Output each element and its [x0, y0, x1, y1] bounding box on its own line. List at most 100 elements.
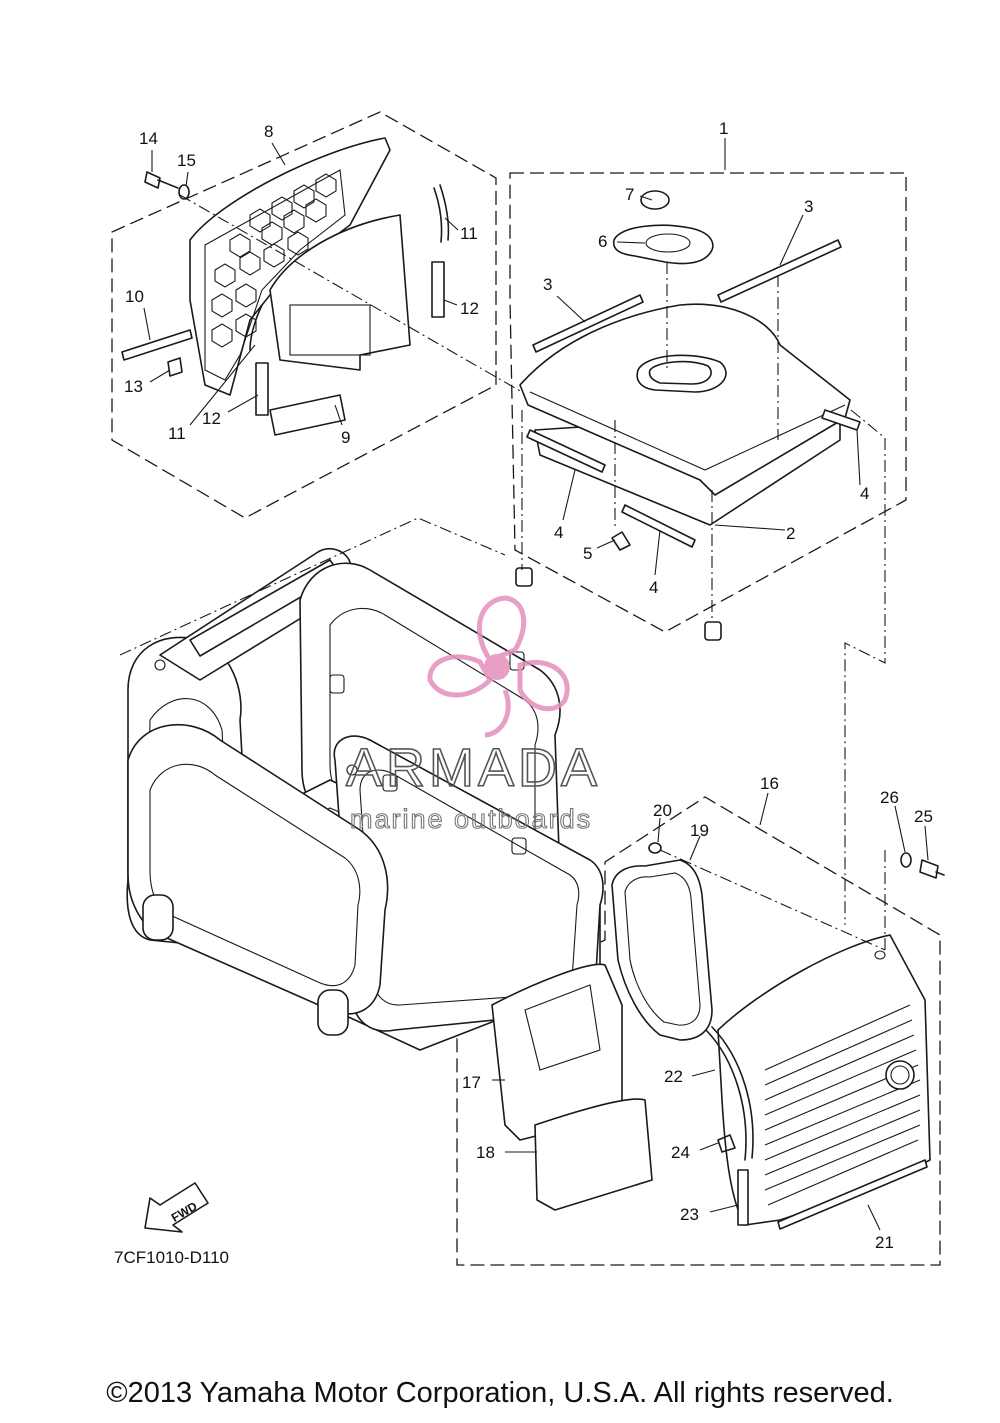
callout-26: 26 — [880, 788, 899, 807]
seal-11-upper-b — [433, 187, 443, 243]
watermark: ARMADA marine outboards — [345, 595, 601, 835]
callout-23: 23 — [680, 1205, 699, 1224]
callout-9: 9 — [341, 428, 350, 447]
washer-20 — [648, 842, 662, 854]
fwd-arrow: FWD — [144, 1182, 209, 1233]
callout-15: 15 — [177, 151, 196, 170]
cover-clip — [704, 621, 722, 641]
front-panel-port — [885, 1060, 915, 1090]
callout-13: 13 — [124, 377, 143, 396]
clip-24 — [717, 1134, 736, 1153]
callout-25: 25 — [914, 807, 933, 826]
assembly-axis-frame — [119, 517, 506, 656]
front-panel-louvers — [764, 1004, 921, 1206]
frame-foot — [142, 894, 174, 941]
callout-5: 5 — [583, 544, 592, 563]
front-panel-group-outline — [456, 796, 941, 1266]
callout-20: 20 — [653, 801, 672, 820]
callout-1: 1 — [719, 119, 728, 138]
callout-22: 22 — [664, 1067, 683, 1086]
insulation-17-cutout — [524, 984, 601, 1071]
frame-clip-slot — [511, 837, 527, 855]
seal-22 — [705, 1029, 747, 1161]
top-cover-edge — [529, 391, 846, 471]
screw-25-thread — [935, 871, 945, 876]
top-cover-group — [515, 190, 886, 925]
front-panel-mount-hole — [874, 950, 886, 960]
watermark-brand: ARMADA — [346, 738, 601, 798]
callout-labels: 1 2 3 3 4 4 4 5 6 7 8 9 10 11 11 12 12 1… — [124, 119, 933, 1252]
callout-4b: 4 — [649, 578, 658, 597]
seal-3-left — [532, 294, 644, 353]
callout-8: 8 — [264, 122, 273, 141]
callout-3: 3 — [543, 275, 552, 294]
frame — [126, 548, 604, 1051]
callout-6: 6 — [598, 232, 607, 251]
strip-4-mid — [621, 504, 696, 548]
callout-10: 10 — [125, 287, 144, 306]
clip-5 — [611, 531, 631, 551]
callout-16: 16 — [760, 774, 779, 793]
cap-7 — [640, 190, 670, 210]
foam-18 — [534, 1098, 653, 1211]
frame-foot — [317, 989, 349, 1036]
top-cover — [519, 303, 851, 496]
sponge-23 — [737, 1169, 749, 1226]
watermark-logo — [427, 595, 570, 738]
callout-2: 2 — [786, 524, 795, 543]
assembly-axis-cover-to-front — [844, 438, 886, 925]
group-outlines — [111, 111, 941, 1266]
callout-21: 21 — [875, 1233, 894, 1252]
front-panel-bottom-trim — [777, 1159, 928, 1230]
callout-17: 17 — [462, 1073, 481, 1092]
sponge-12-upper — [431, 261, 445, 318]
frame-handle-hole — [154, 659, 166, 671]
insulation-cutout — [289, 304, 371, 356]
assembly-axis-20 — [659, 849, 886, 951]
side-panel-insulation — [269, 214, 411, 371]
callout-7: 7 — [625, 185, 634, 204]
clip-13 — [167, 357, 183, 377]
front-panel-port-inner — [890, 1065, 910, 1085]
callout-14: 14 — [139, 129, 158, 148]
sponge-12-lower — [255, 362, 269, 416]
hex-pattern — [211, 173, 337, 348]
frame-clip-slot — [382, 774, 398, 792]
strip-4-left — [526, 429, 606, 473]
assembly-axis-cover-clip — [850, 409, 886, 439]
seal-3-right — [717, 239, 842, 303]
side-panel-hex-mesh — [204, 169, 346, 381]
callout-19: 19 — [690, 821, 709, 840]
fwd-arrow-shape — [144, 1182, 209, 1233]
strip-9 — [269, 394, 346, 436]
frame-handle-hole — [346, 764, 358, 776]
side-panel-group-outline — [111, 111, 497, 519]
callout-12b: 12 — [202, 409, 221, 428]
callout-11: 11 — [460, 224, 478, 243]
callout-18: 18 — [476, 1143, 495, 1162]
cap-opening-inner — [648, 360, 712, 385]
washer-26 — [900, 852, 912, 868]
callout-11b: 11 — [168, 424, 186, 443]
side-panel-group — [121, 137, 523, 436]
copyright-notice: ©2013 Yamaha Motor Corporation, U.S.A. A… — [106, 1377, 894, 1409]
cover-clip — [515, 567, 533, 587]
callout-12: 12 — [460, 299, 479, 318]
cap-ring-6-hole — [645, 233, 691, 253]
gasket-19-inner — [624, 872, 701, 1026]
frame-clip-slot — [509, 651, 525, 671]
front-panel-group — [491, 842, 945, 1230]
gasket-19 — [611, 859, 713, 1041]
leader-lines — [143, 138, 929, 1231]
watermark-tagline: marine outboards — [350, 804, 592, 834]
strip-10 — [121, 329, 193, 361]
seal-11-lower — [249, 304, 263, 351]
callout-4: 4 — [554, 523, 563, 542]
seal-11-upper — [439, 184, 450, 241]
screw-14-thread — [157, 179, 179, 189]
screw-14 — [144, 171, 161, 189]
seal-22-b — [711, 1026, 754, 1159]
callout-24: 24 — [671, 1143, 690, 1162]
callout-4c: 4 — [860, 484, 869, 503]
